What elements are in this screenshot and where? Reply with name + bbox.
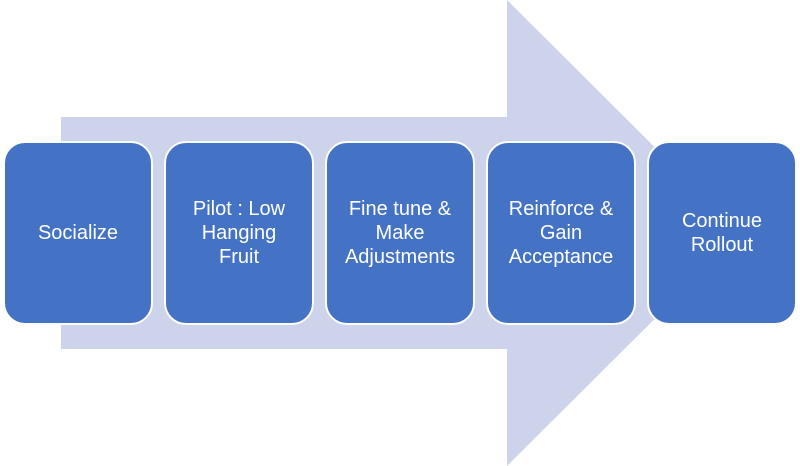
step-label-line: Fine tune & <box>348 198 452 220</box>
step-label: Pilot : Low Hanging Fruit <box>166 197 312 269</box>
step-label: Socialize <box>5 221 151 245</box>
step-label: Continue Rollout <box>649 209 795 257</box>
step-label-line: Reinforce & <box>508 198 614 220</box>
step-label-line: Socialize <box>37 222 119 244</box>
step-label-line: Adjustments <box>344 246 456 268</box>
step-fine-tune-make-adjustments: Fine tune & Make Adjustments <box>325 141 475 325</box>
step-label-line: Hanging <box>201 222 277 244</box>
step-socialize: Socialize <box>3 141 153 325</box>
step-label: Reinforce & Gain Acceptance <box>488 197 634 269</box>
step-label-line: Continue <box>681 210 763 232</box>
step-label-line: Rollout <box>690 234 754 256</box>
step-continue-rollout: Continue Rollout <box>647 141 797 325</box>
step-label-line: Acceptance <box>508 246 614 268</box>
step-reinforce-gain-acceptance: Reinforce & Gain Acceptance <box>486 141 636 325</box>
step-pilot-low-hanging-fruit: Pilot : Low Hanging Fruit <box>164 141 314 325</box>
step-label-line: Make <box>375 222 425 244</box>
step-label: Fine tune & Make Adjustments <box>327 197 473 269</box>
step-label-line: Fruit <box>219 246 259 268</box>
step-label-line: Gain <box>539 222 583 244</box>
step-label-line: Pilot : Low <box>192 198 286 220</box>
